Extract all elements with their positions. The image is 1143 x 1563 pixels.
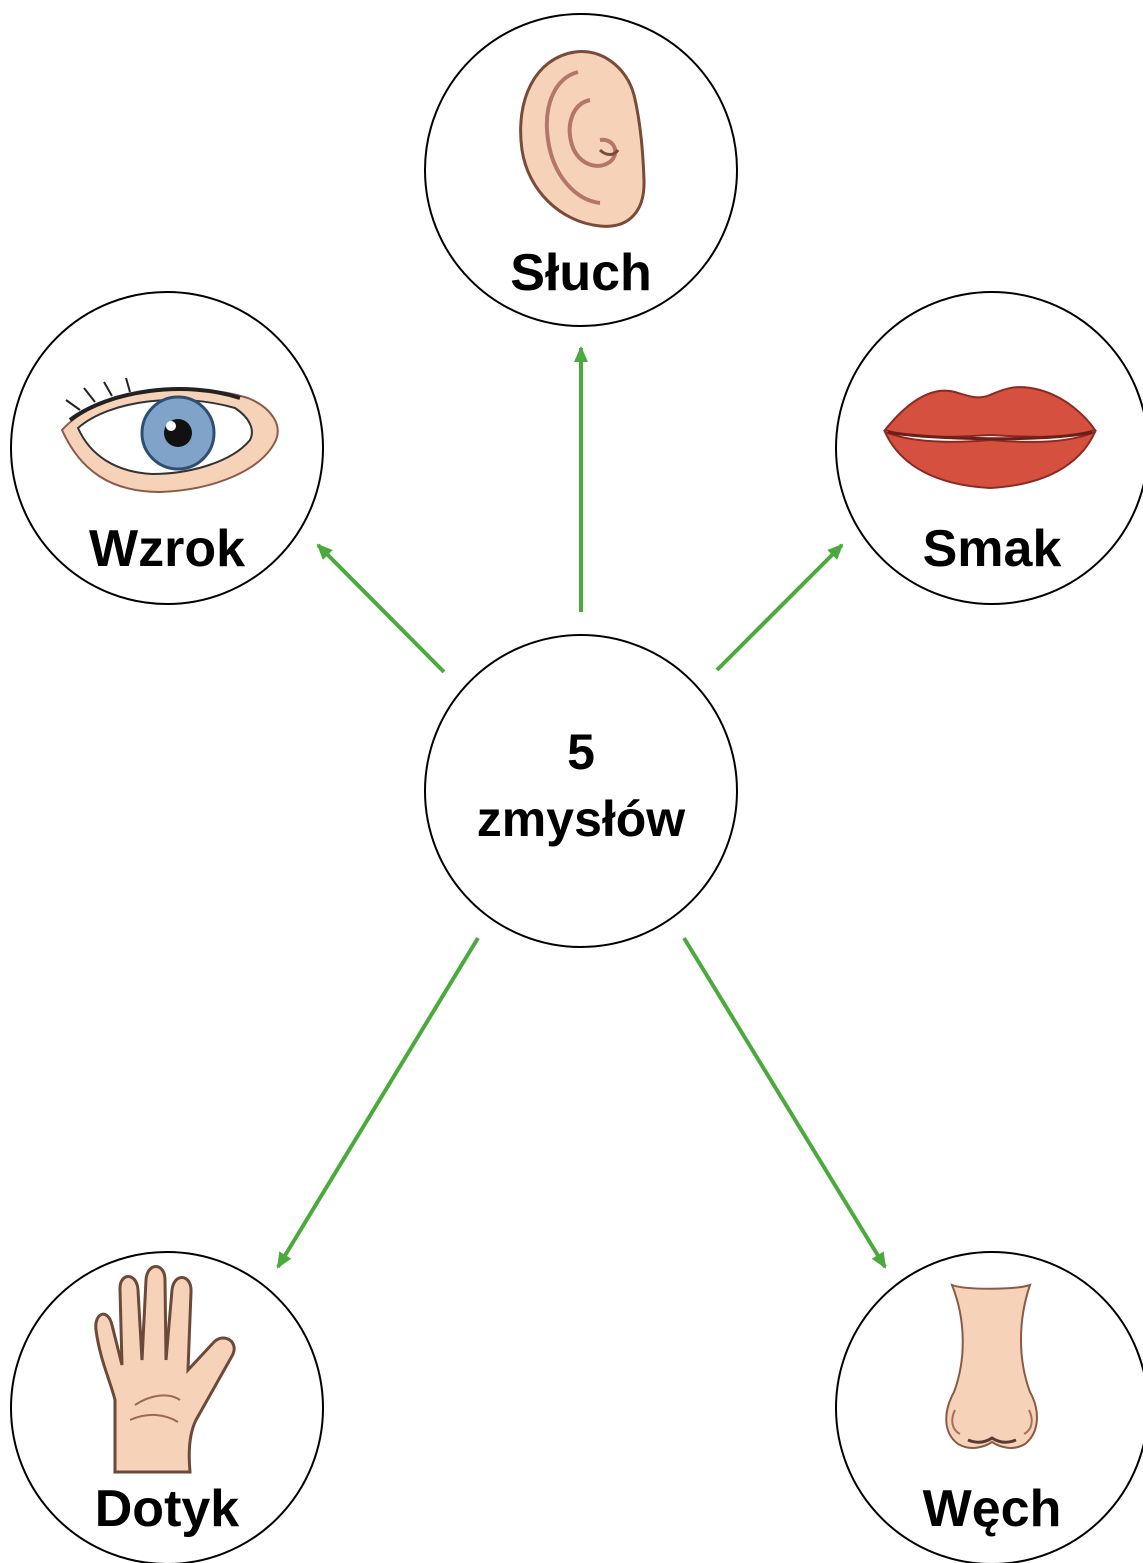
- lips-icon: [883, 386, 1097, 490]
- arrow-to-touch: [276, 936, 480, 1269]
- eye-icon: [60, 377, 279, 494]
- node-touch: Dotyk: [10, 1251, 324, 1563]
- label-hearing: Słuch: [510, 244, 652, 302]
- node-smell: Węch: [835, 1251, 1143, 1563]
- arrow-to-smell: [682, 936, 887, 1269]
- center-title-text: zmysłów: [477, 791, 686, 847]
- ear-icon: [519, 49, 646, 228]
- label-taste: Smak: [923, 520, 1062, 578]
- arrow-to-taste: [715, 543, 844, 672]
- node-hearing: Słuch: [424, 13, 738, 327]
- label-touch: Dotyk: [95, 1480, 240, 1538]
- node-sight: Wzrok: [10, 291, 324, 605]
- nose-icon: [945, 1283, 1038, 1449]
- hand-icon: [94, 1265, 236, 1474]
- label-sight: Wzrok: [89, 520, 245, 578]
- arrow-to-sight: [316, 543, 446, 674]
- label-smell: Węch: [923, 1480, 1062, 1538]
- node-taste: Smak: [835, 291, 1143, 605]
- arrows: [276, 346, 887, 1269]
- center-title-number: 5: [567, 724, 595, 780]
- center-node: 5 zmysłów: [424, 634, 738, 948]
